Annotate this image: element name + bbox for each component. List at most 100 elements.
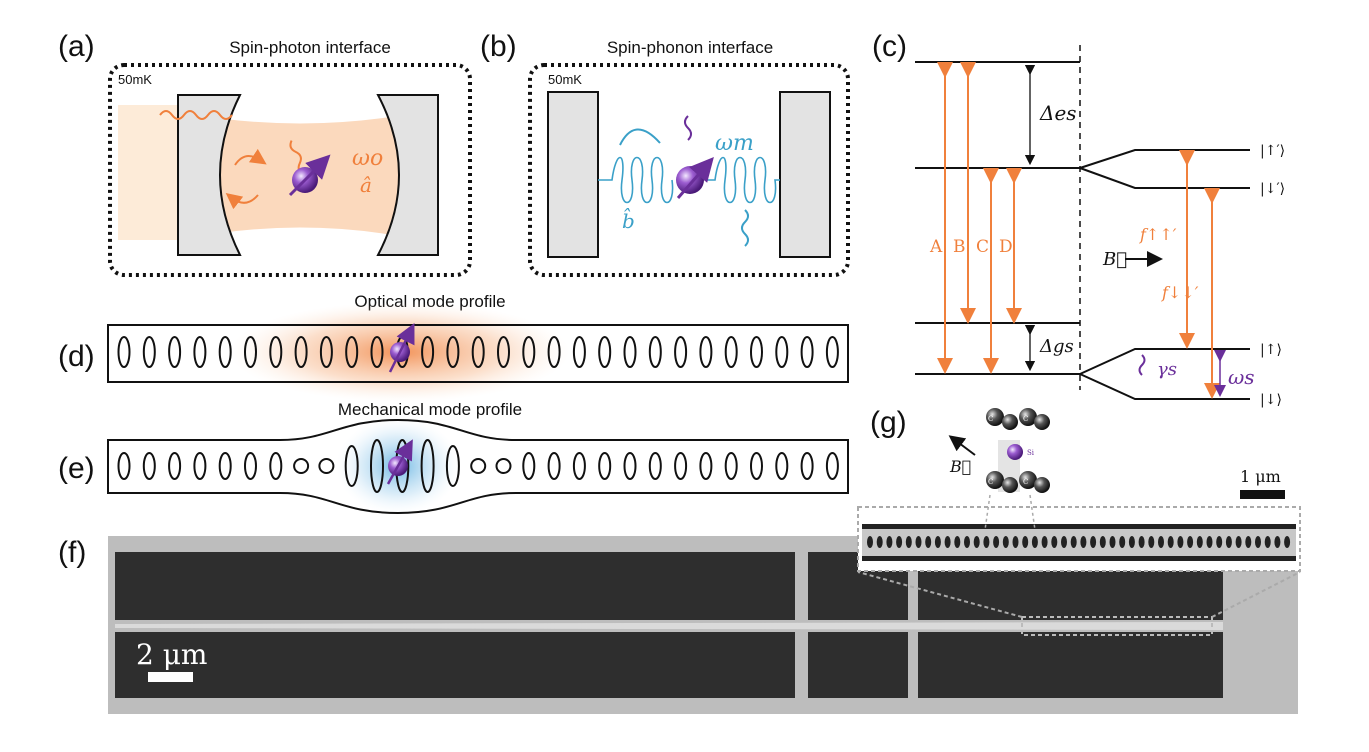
inset-hole: [1022, 536, 1029, 548]
phonon-wave-emit: [741, 209, 749, 247]
atom-c-5: [986, 471, 1004, 489]
inset-hole: [1187, 536, 1194, 548]
sem-zoom-box: [1021, 616, 1213, 636]
panel-a-diagram: ωo â: [108, 63, 472, 277]
zoom-line-right: [1211, 571, 1301, 618]
panel-g-inset: 1 μm C C C C Si B⃗: [857, 408, 1301, 618]
inset-hole: [1061, 536, 1067, 548]
hole-d: [750, 336, 763, 368]
atom-c-8: [1034, 477, 1050, 493]
hole-e: [522, 452, 536, 480]
atom-c-2: [1002, 414, 1018, 430]
spin-arrow-e: [386, 439, 413, 485]
panel-g-label: (g): [870, 406, 907, 439]
state-down-prime: |↓′⟩: [1260, 181, 1285, 197]
mirror-right: [376, 94, 439, 256]
omega-s-label: ωs: [1228, 365, 1255, 389]
hole-d: [142, 336, 156, 368]
hole-e: [800, 452, 814, 480]
level-down: [1079, 373, 1250, 400]
inset-hole: [1235, 536, 1242, 548]
hole-e: [598, 452, 612, 480]
atom-c-1: [986, 408, 1004, 426]
atom-c-4: [1034, 414, 1050, 430]
inset-hole: [1128, 536, 1135, 548]
f-down-label: f↓↓′: [1161, 283, 1199, 302]
hole-d: [623, 336, 637, 368]
panel-d-optical: [107, 302, 849, 402]
hole-e: [344, 445, 359, 487]
label-A: A: [929, 237, 943, 257]
inset-hole: [1245, 536, 1252, 548]
atom-c-5-label: C: [988, 478, 993, 486]
inset-hole: [1041, 536, 1048, 548]
atom-si-label: Si: [1027, 449, 1035, 457]
hole-e: [168, 452, 182, 480]
inset-hole: [1255, 536, 1261, 548]
atom-si: [1007, 444, 1023, 460]
inset-hole: [934, 536, 941, 548]
field-label-g: B⃗: [949, 457, 971, 476]
gamma-wave: [1138, 354, 1146, 376]
op-label-a: â: [360, 173, 372, 197]
panel-b-title: Spin-phonon interface: [606, 38, 774, 57]
sem-trench-6: [918, 632, 1223, 698]
spin-arrow-a: [288, 154, 331, 197]
wall-left-b: [547, 91, 599, 258]
nanobeam-e: [107, 418, 849, 515]
atom-c-7: [1019, 471, 1037, 489]
hole-d: [471, 336, 485, 368]
hole-d: [244, 336, 257, 368]
hole-d: [345, 336, 359, 368]
f-up-label: f↑↑′: [1139, 225, 1177, 244]
hole-e: [470, 458, 487, 474]
hole-e: [244, 452, 257, 480]
delta-es-label: Δes: [1039, 101, 1077, 125]
hole-e: [370, 439, 384, 493]
hole-e: [674, 452, 688, 480]
hole-e: [623, 452, 637, 480]
cryostat-b-box: [528, 63, 850, 277]
mirror-left: [177, 94, 242, 256]
panel-d-label: (d): [58, 340, 95, 373]
hole-d: [294, 336, 308, 368]
field-arrow-g: [948, 435, 976, 456]
hole-d: [674, 336, 688, 368]
inset-hole: [944, 536, 951, 548]
panel-a-label: (a): [58, 30, 95, 63]
spin-wave-b: [684, 115, 692, 141]
panel-a-title: Spin-photon interface: [229, 38, 391, 57]
inset-edge-top: [862, 524, 1296, 529]
inset-hole: [1109, 536, 1116, 548]
panel-e-title: Mechanical mode profile: [337, 400, 523, 419]
hole-e: [648, 452, 662, 480]
inset-hole: [1080, 536, 1087, 548]
hole-e: [775, 452, 789, 480]
inset-hole: [1002, 536, 1009, 548]
hole-e: [572, 452, 586, 480]
inset-hole-array: [867, 536, 1291, 548]
spin-arrow-d: [388, 323, 415, 373]
sem-trench-1: [115, 552, 795, 620]
scale-label-1um: 1 μm: [1240, 467, 1281, 486]
hole-d: [168, 336, 182, 368]
hole-d: [218, 336, 232, 368]
panel-e-label: (e): [58, 452, 95, 485]
panel-e-mechanical: [107, 418, 849, 515]
inset-hole: [1138, 536, 1145, 548]
op-label-b: b̂: [622, 207, 635, 233]
inset-hole: [1090, 536, 1097, 548]
hole-d: [193, 336, 207, 368]
inset-hole: [1196, 536, 1203, 548]
inset-hole: [867, 536, 873, 548]
cycle-arrow-top: [234, 148, 267, 166]
phonon-cycle-arrow: [619, 128, 661, 146]
hole-e: [495, 458, 512, 474]
hole-e: [699, 452, 713, 480]
inset-hole: [1284, 536, 1291, 548]
hole-e: [142, 452, 156, 480]
photon-wave-out: [159, 110, 233, 120]
gamma-label: γs: [1157, 359, 1177, 380]
scale-bar-1um: [1240, 490, 1285, 499]
hole-d: [699, 336, 713, 368]
